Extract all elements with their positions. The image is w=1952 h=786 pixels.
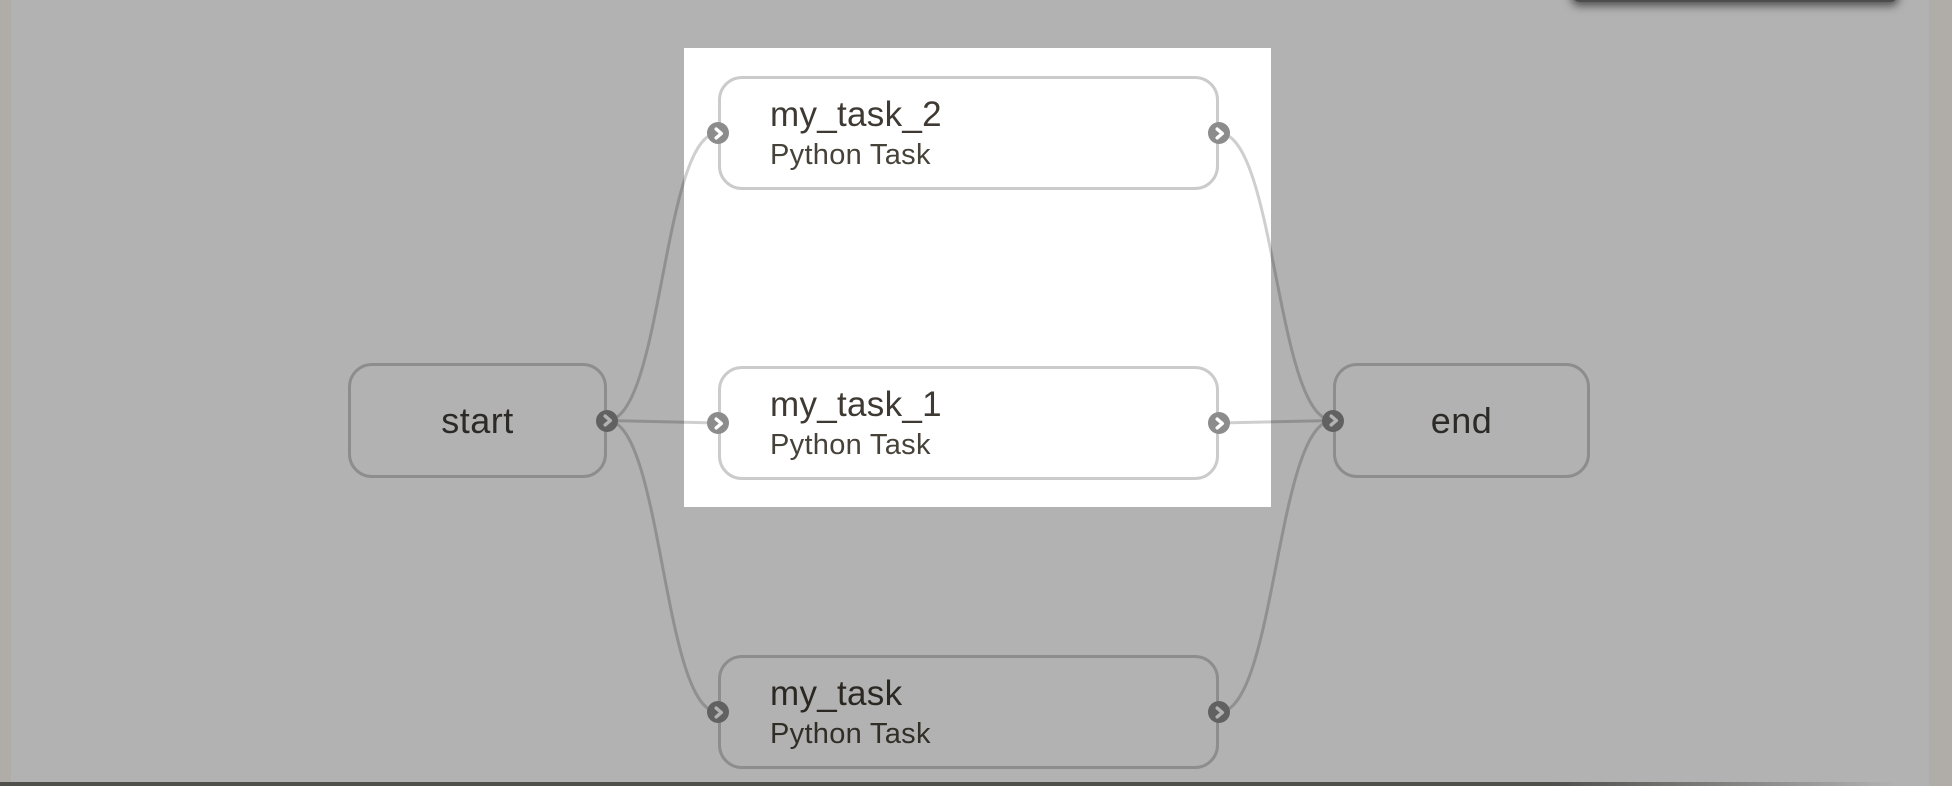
edge-layer [606, 131, 1334, 714]
page-gutter-right [1929, 0, 1952, 786]
page-gutter-left [0, 0, 11, 786]
port-in-end[interactable] [1322, 409, 1344, 432]
popover-shadow [1572, 0, 1898, 2]
node-label: start [441, 399, 514, 441]
edge-start-to-my_task_2 [606, 131, 719, 422]
port-out-my_task_2[interactable] [1208, 122, 1230, 144]
node-title: my_task_1 [770, 384, 942, 424]
bottom-panel-edge [0, 782, 1895, 786]
port-out-my_task_1[interactable] [1208, 412, 1230, 434]
node-title: my_task_2 [770, 94, 942, 134]
chevron-right-icon [1214, 126, 1224, 140]
node-start[interactable]: start [348, 363, 607, 478]
node-title: my_task [770, 673, 903, 713]
edge-my_task-to-end [1218, 419, 1334, 714]
edge-my_task_2-to-end [1218, 131, 1334, 422]
chevron-right-icon [713, 705, 723, 719]
node-subtitle: Python Task [770, 428, 931, 461]
chevron-right-icon [1214, 416, 1224, 430]
chevron-right-icon [1214, 705, 1224, 719]
port-in-my_task_2[interactable] [707, 122, 729, 144]
node-label: end [1430, 399, 1493, 441]
port-out-start[interactable] [596, 409, 618, 432]
node-subtitle: Python Task [770, 717, 931, 750]
port-in-my_task[interactable] [707, 701, 729, 723]
port-in-my_task_1[interactable] [707, 412, 729, 434]
chevron-right-icon [713, 416, 723, 430]
edge-start-to-my_task [606, 419, 719, 714]
port-out-my_task[interactable] [1208, 701, 1230, 723]
chevron-right-icon [1328, 414, 1338, 427]
chevron-right-icon [602, 414, 612, 427]
node-end[interactable]: end [1333, 363, 1590, 478]
edge-my_task_1-to-end [1218, 419, 1334, 425]
node-subtitle: Python Task [770, 138, 931, 171]
edge-start-to-my_task_1 [606, 419, 719, 425]
chevron-right-icon [713, 126, 723, 140]
